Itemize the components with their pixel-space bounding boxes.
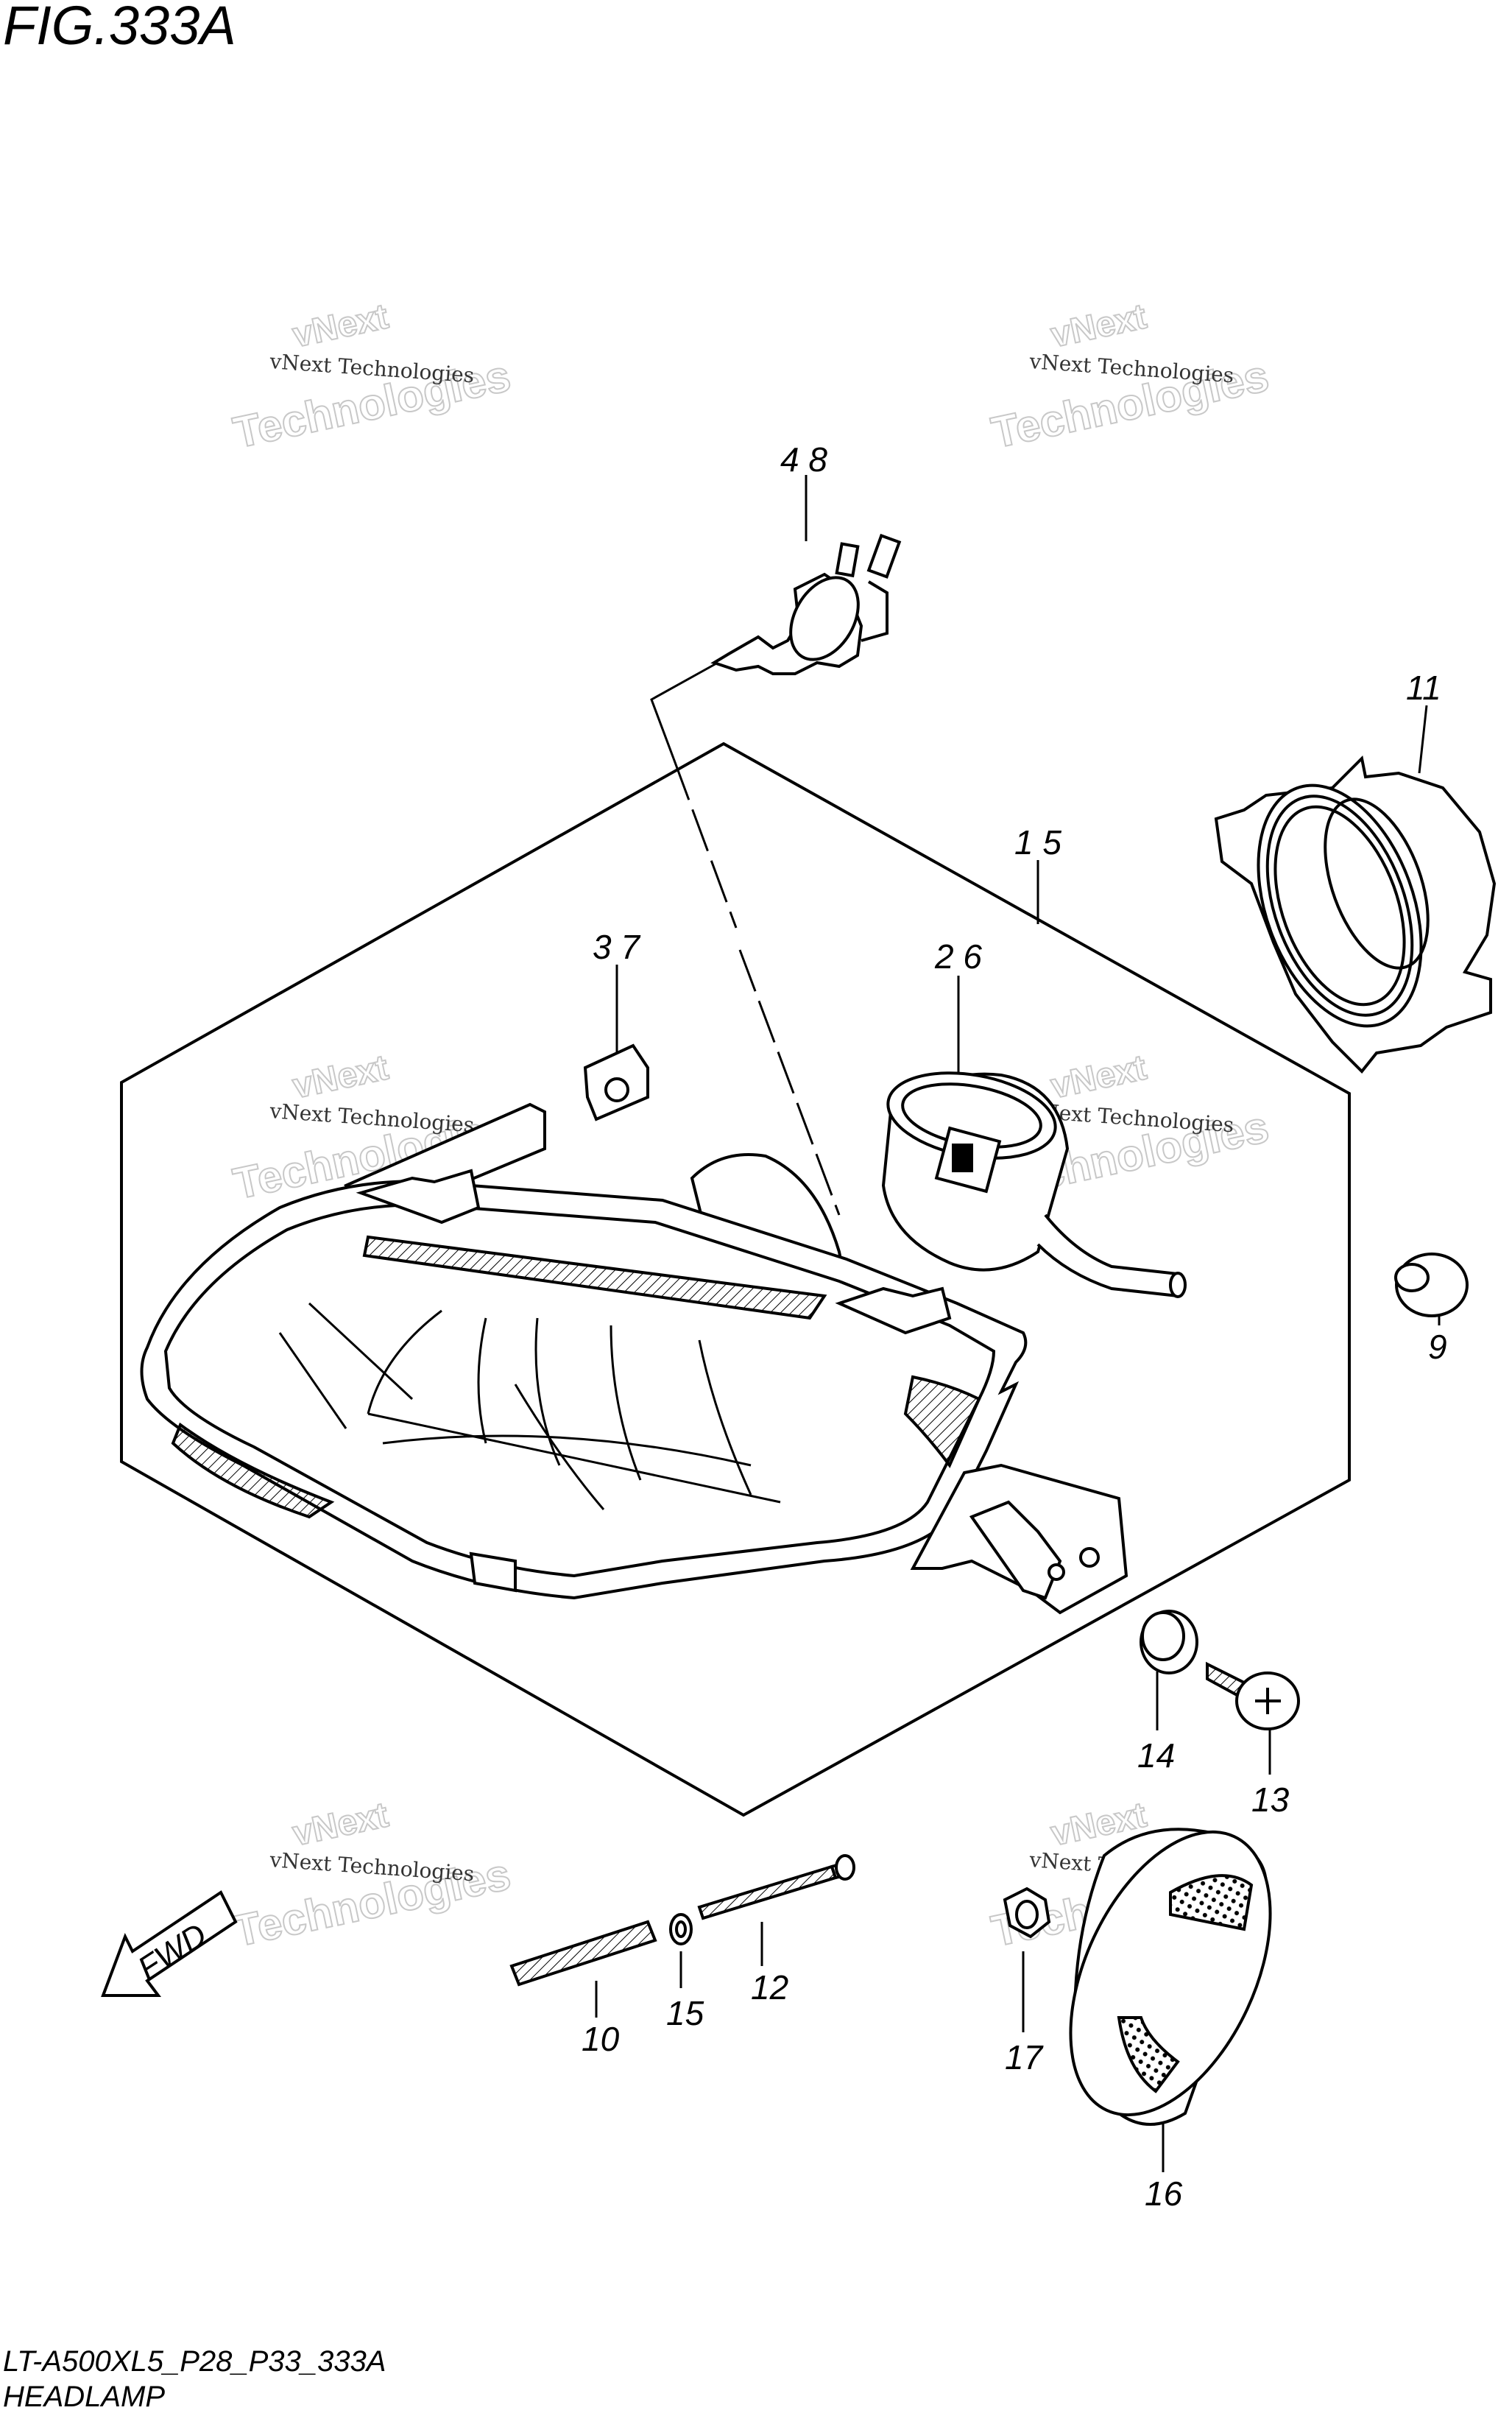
spring	[509, 1920, 657, 1987]
figure-title: FIG.333A	[3, 0, 236, 56]
headlamp-bulb	[710, 533, 902, 675]
bulb-socket	[881, 1071, 1187, 1298]
part-code: LT-A500XL5_P28_P33_333A	[3, 2345, 386, 2378]
grommet	[1394, 1253, 1469, 1317]
callout-13: 13	[1251, 1780, 1290, 1819]
callout-14: 14	[1137, 1736, 1175, 1775]
cushion	[1140, 1610, 1198, 1674]
watermark-1: vNext Technologies vNext Technologies	[228, 296, 515, 458]
watermark-5: vNext Technologies vNext Technologies	[228, 1794, 515, 1956]
svg-text:vNext: vNext	[289, 1048, 392, 1106]
callout-15b: 15	[666, 1994, 704, 2032]
section-caption: HEADLAMP	[3, 2381, 165, 2413]
adjusting-screw	[697, 1854, 855, 1920]
watermark-2: vNext Technologies vNext Technologies	[986, 296, 1273, 458]
callout-12: 12	[751, 1968, 788, 2007]
bulb-cover	[1214, 755, 1497, 1074]
svg-text:vNext: vNext	[289, 1795, 392, 1853]
screw	[1206, 1661, 1300, 1730]
callout-10: 10	[582, 2020, 620, 2058]
nut	[1003, 1887, 1051, 1939]
svg-text:vNext: vNext	[289, 297, 392, 355]
svg-text:vNext: vNext	[1048, 297, 1150, 355]
callout-15: 1 5	[1014, 823, 1061, 862]
assembly-boundary	[120, 741, 1351, 1817]
retaining-clip	[583, 1043, 649, 1121]
callout-labels: 4 8 11 1 5 3 7 2 6 9 14 13 10 15 12 17 1…	[582, 440, 1447, 2213]
callout-48: 4 8	[780, 440, 827, 479]
forward-direction-arrow: FWD	[101, 1890, 238, 1997]
callout-9: 9	[1428, 1328, 1447, 1366]
reflector	[1069, 1828, 1272, 2126]
callout-16: 16	[1145, 2174, 1183, 2213]
headlamp-housing	[140, 1102, 1128, 1615]
callout-11: 11	[1406, 669, 1441, 707]
callout-26: 2 6	[934, 937, 982, 976]
svg-text:vNext: vNext	[1048, 1048, 1150, 1106]
callout-17: 17	[1005, 2038, 1044, 2076]
callout-37: 3 7	[593, 928, 640, 966]
washer	[669, 1913, 693, 1945]
